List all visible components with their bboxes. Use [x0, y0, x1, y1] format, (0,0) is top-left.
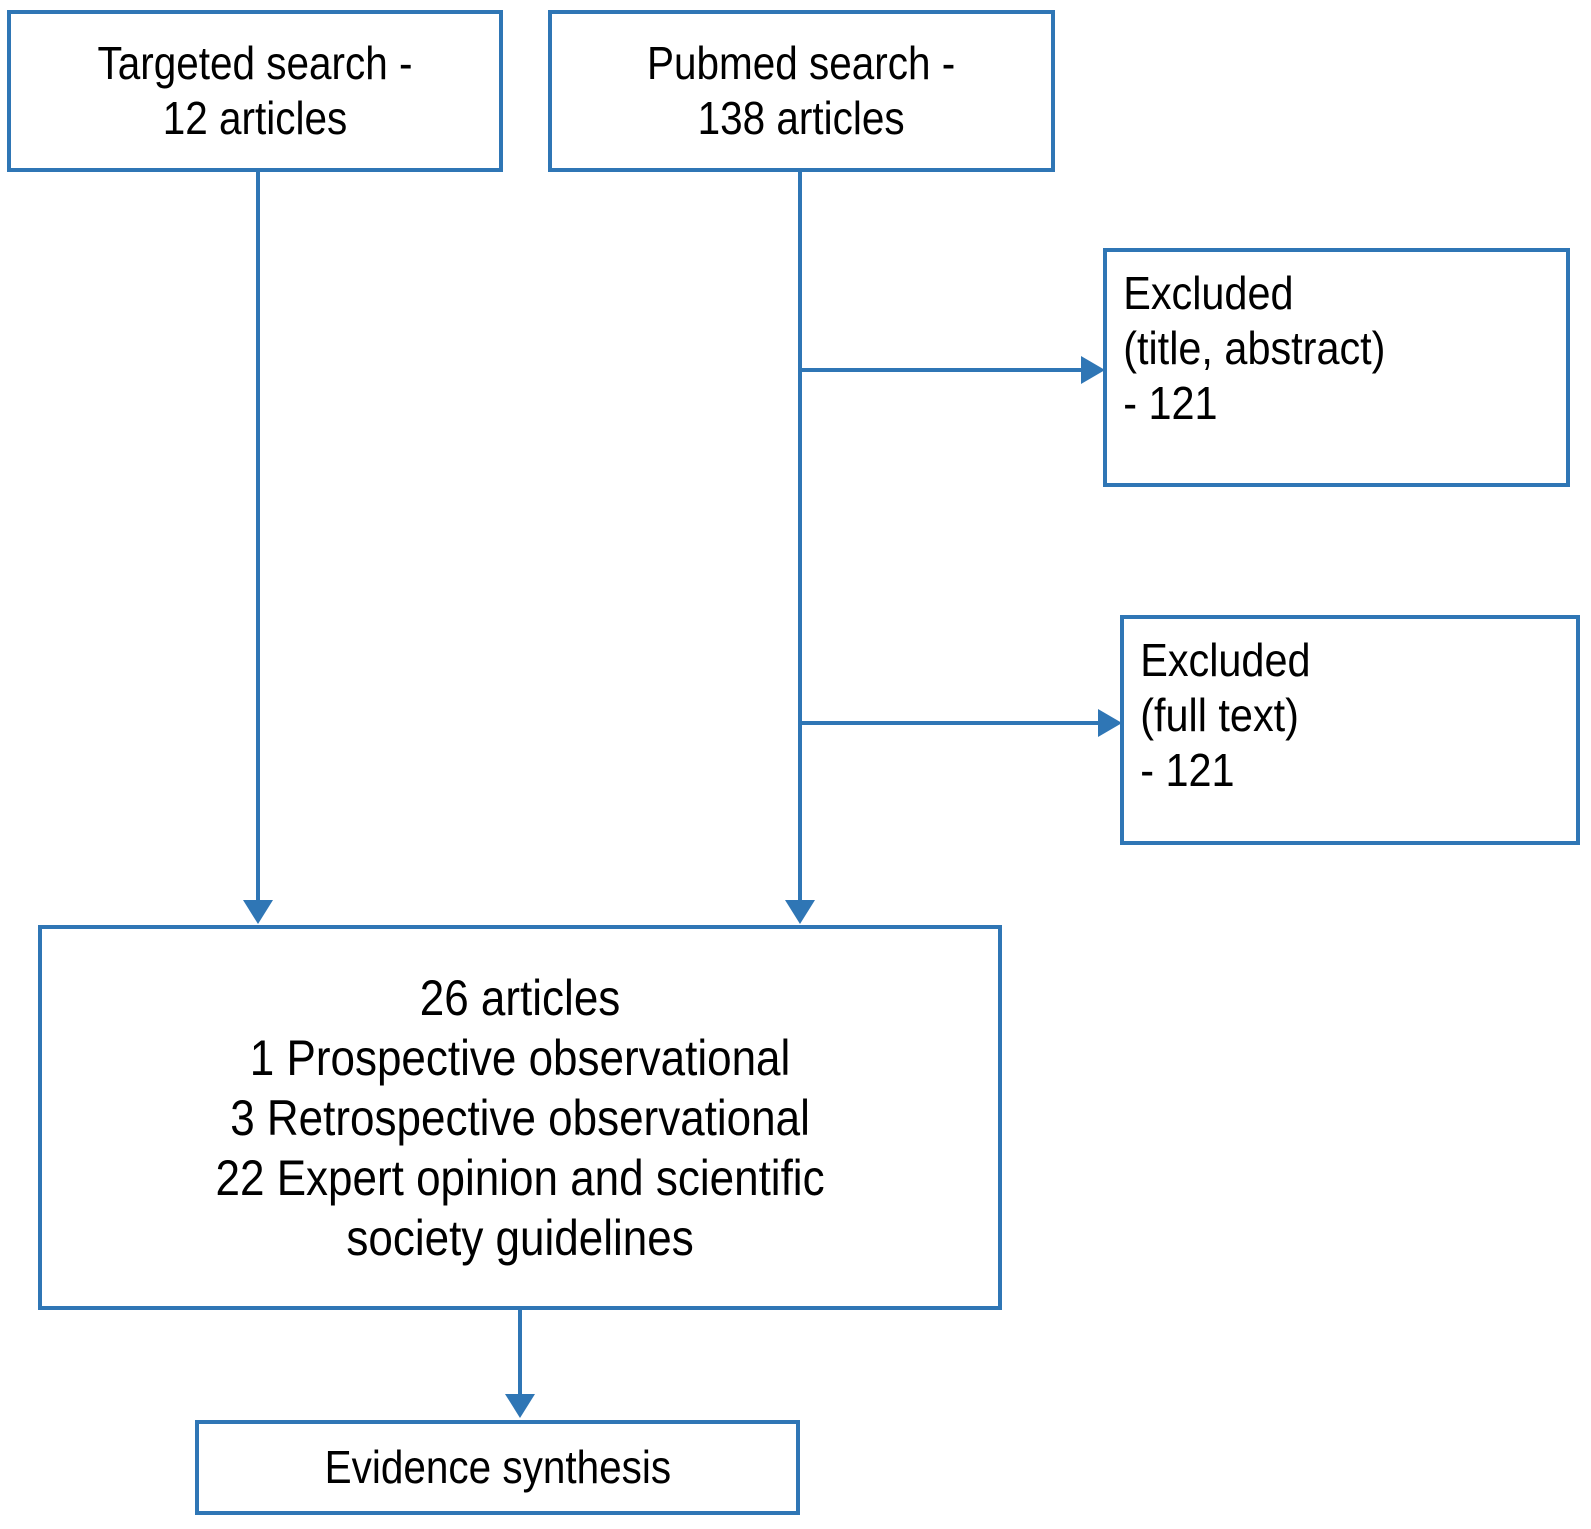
edge-pubmed-to-excluded-title-abstract-line [800, 368, 1085, 372]
edge-targeted-to-included-arrowhead-icon [243, 900, 273, 924]
node-evidence-synthesis: Evidence synthesis [195, 1420, 800, 1515]
edge-pubmed-to-excluded-full-text-line [800, 721, 1100, 725]
edge-pubmed-to-included-line [798, 170, 802, 902]
node-excluded-title-abstract-label: Excluded (title, abstract) - 121 [1123, 267, 1386, 430]
edge-included-to-evidence-arrowhead-icon [505, 1394, 535, 1418]
node-pubmed-search: Pubmed search - 138 articles [548, 10, 1055, 172]
node-targeted-search-label: Targeted search - 12 articles [97, 36, 413, 144]
edge-pubmed-to-excluded-full-text-arrowhead-icon [1098, 709, 1122, 737]
edge-pubmed-to-included-arrowhead-icon [785, 900, 815, 924]
node-included-articles-label: 26 articles 1 Prospective observational … [215, 969, 825, 1266]
node-pubmed-search-label: Pubmed search - 138 articles [647, 36, 956, 144]
node-included-articles: 26 articles 1 Prospective observational … [38, 925, 1002, 1310]
edge-included-to-evidence-line [518, 1308, 522, 1396]
node-evidence-synthesis-label: Evidence synthesis [324, 1440, 671, 1493]
node-targeted-search: Targeted search - 12 articles [7, 10, 503, 172]
edge-targeted-to-included-line [256, 170, 260, 902]
node-excluded-full-text-label: Excluded (full text) - 121 [1140, 634, 1311, 797]
node-excluded-title-abstract: Excluded (title, abstract) - 121 [1103, 248, 1570, 487]
node-excluded-full-text: Excluded (full text) - 121 [1120, 615, 1580, 845]
edge-pubmed-to-excluded-title-abstract-arrowhead-icon [1081, 356, 1105, 384]
